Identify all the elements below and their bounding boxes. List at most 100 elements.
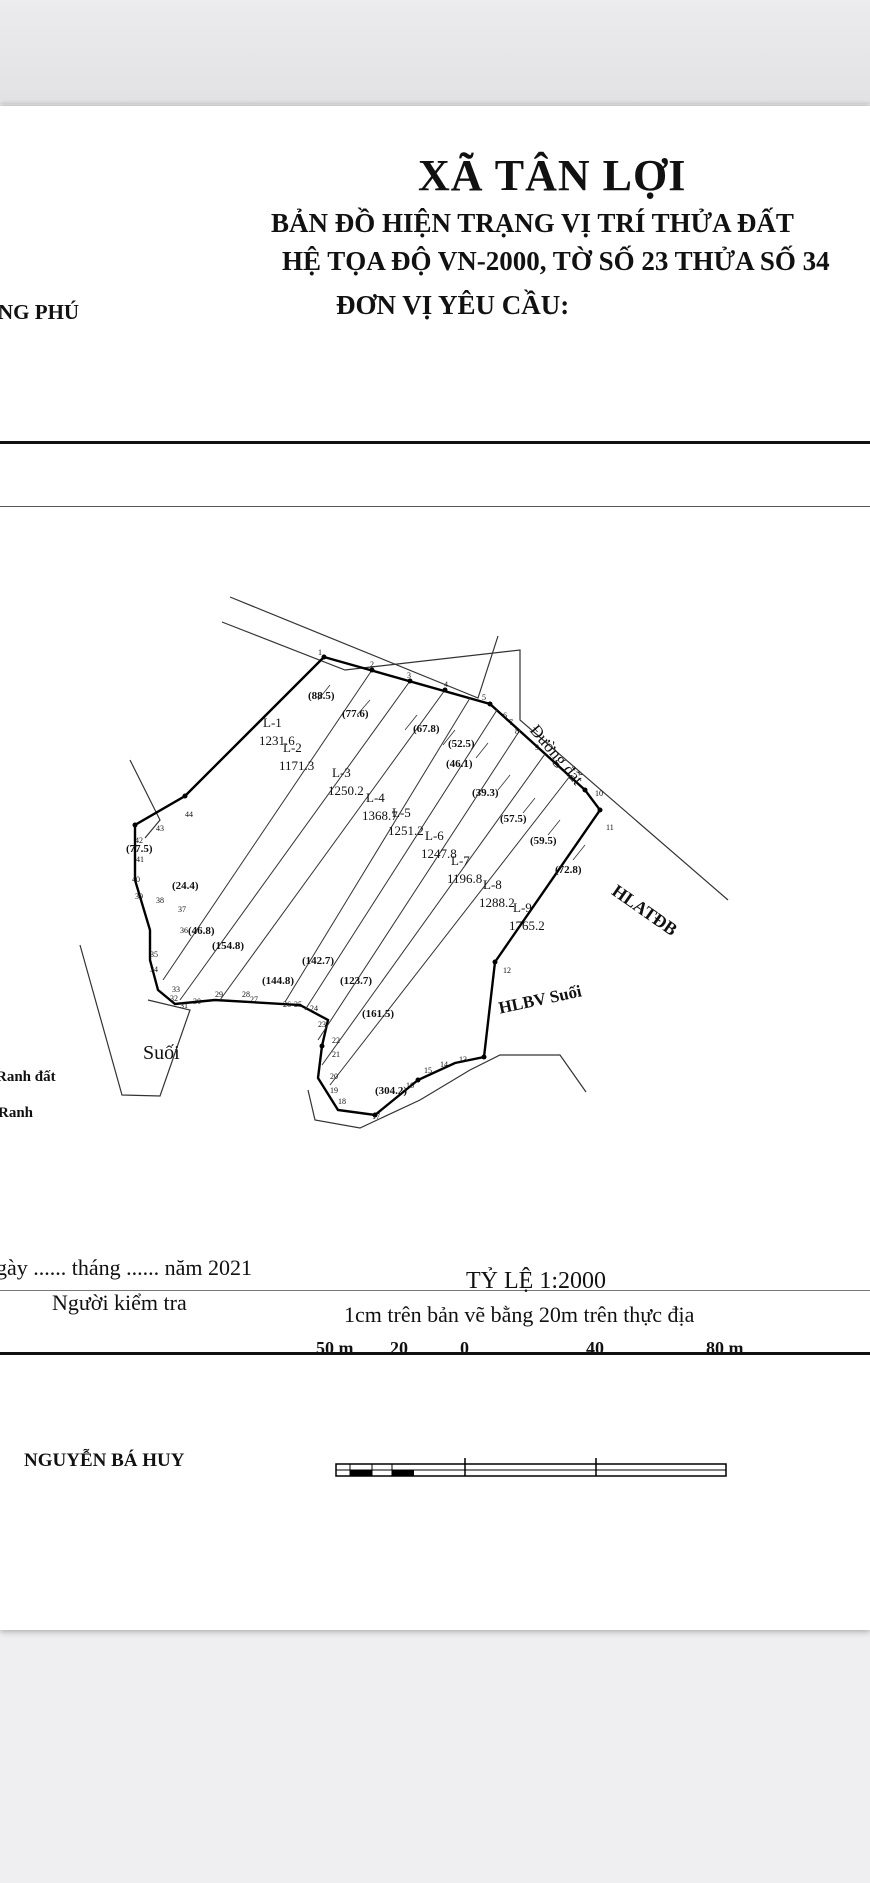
bottom-width-label: (154.8) bbox=[212, 940, 245, 952]
point-number: 15 bbox=[424, 1066, 432, 1075]
road-edge-lower bbox=[221, 621, 729, 901]
dimension-arrows bbox=[317, 684, 586, 861]
top-width-label: (88.5) bbox=[308, 690, 335, 702]
bottom-width-label: (123.7) bbox=[340, 975, 373, 987]
parcel-boundary bbox=[133, 655, 602, 1117]
date-line: gày ...... tháng ...... năm 2021 bbox=[0, 1255, 253, 1280]
top-width-label: (46.1) bbox=[446, 758, 473, 770]
point-number: 14 bbox=[440, 1060, 448, 1069]
legend-line-1: Ranh đất bbox=[0, 1069, 56, 1085]
lot-name: L-1 bbox=[263, 715, 282, 730]
bottom-width-label: (304.2) bbox=[375, 1085, 408, 1097]
top-width-label: (67.8) bbox=[413, 723, 440, 735]
top-bar bbox=[0, 0, 870, 104]
lot-division-lines bbox=[162, 669, 571, 1086]
stream-label: Suối bbox=[143, 1042, 180, 1064]
top-width-label: (77.6) bbox=[342, 708, 369, 720]
footer-divider bbox=[0, 1352, 870, 1355]
commune-title: XÃ TÂN LỢI bbox=[418, 151, 687, 200]
lot-area: 1368.7 bbox=[362, 808, 398, 823]
lot-name: L-7 bbox=[451, 853, 470, 868]
point-number: 35 bbox=[150, 950, 158, 959]
lot-name: L-8 bbox=[483, 877, 502, 892]
lot-name: L-9 bbox=[513, 900, 532, 915]
point-number: 36 bbox=[180, 926, 188, 935]
point-number: 43 bbox=[156, 824, 164, 833]
point-number: 27 bbox=[250, 995, 258, 1004]
bottom-width-label: (161.5) bbox=[362, 1008, 395, 1020]
point-number: 37 bbox=[178, 905, 186, 914]
bottom-width-label: (46.8) bbox=[188, 925, 215, 937]
point-number: 16 bbox=[406, 1081, 414, 1090]
point-number: 31 bbox=[180, 1001, 188, 1010]
point-number: 30 bbox=[193, 997, 201, 1006]
point-number: 18 bbox=[338, 1097, 346, 1106]
point-number: 42 bbox=[135, 836, 143, 845]
top-width-label: (57.5) bbox=[500, 813, 527, 825]
lot-area: 1196.8 bbox=[447, 871, 483, 886]
point-number: 17 bbox=[372, 1112, 380, 1121]
top-width-label: (59.5) bbox=[530, 835, 557, 847]
point-number: 13 bbox=[459, 1055, 467, 1064]
scale-label-40: 40 bbox=[586, 1338, 604, 1358]
point-number: 3 bbox=[407, 671, 411, 680]
lot-area: 1765.2 bbox=[509, 918, 545, 933]
header-divider bbox=[0, 441, 870, 444]
top-width-label: (39.3) bbox=[472, 787, 499, 799]
lot-name: L-3 bbox=[332, 765, 351, 780]
point-number: 34 bbox=[150, 965, 158, 974]
lot-area: 1288.2 bbox=[479, 895, 515, 910]
road-edge-upper bbox=[229, 596, 499, 699]
stream-bank-left-upper bbox=[129, 759, 161, 839]
point-number: 32 bbox=[170, 994, 178, 1003]
top-width-label: (52.5) bbox=[448, 738, 475, 750]
bottom-width-label: (24.4) bbox=[172, 880, 199, 892]
lot-name: L-2 bbox=[283, 740, 302, 755]
coordinate-line: HỆ TỌA ĐỘ VN-2000, TỜ SỐ 23 THỬA SỐ 34 bbox=[282, 246, 830, 276]
map-frame-top bbox=[0, 506, 870, 507]
left-cut-text: NG PHÚ bbox=[0, 300, 80, 324]
vertex-points bbox=[132, 654, 603, 1118]
scale-label-0: 0 bbox=[460, 1338, 469, 1358]
point-number: 28 bbox=[242, 990, 250, 999]
point-number: 23 bbox=[318, 1020, 326, 1029]
point-number: 9 bbox=[535, 743, 539, 752]
scale-label-20: 20 bbox=[390, 1338, 408, 1358]
point-number: 1 bbox=[318, 648, 322, 657]
point-number: 11 bbox=[606, 823, 614, 832]
signer-name: NGUYỄN BÁ HUY bbox=[24, 1450, 185, 1471]
scale-description: 1cm trên bản vẽ bằng 20m trên thực địa bbox=[344, 1302, 695, 1327]
point-number: 25 bbox=[294, 1000, 302, 1009]
point-number: 26 bbox=[283, 1000, 291, 1009]
lot-area: 1231.6 bbox=[259, 733, 295, 748]
map-sheet bbox=[0, 106, 870, 1630]
point-number: 19 bbox=[330, 1086, 338, 1095]
point-number: 7 bbox=[509, 718, 513, 727]
lot-area: 1251.2 bbox=[388, 823, 424, 838]
point-number: 10 bbox=[595, 789, 603, 798]
point-number: 8 bbox=[515, 727, 519, 736]
scale-label-50m: 50 m bbox=[316, 1338, 354, 1358]
point-number: 44 bbox=[185, 810, 193, 819]
point-number: 24 bbox=[310, 1004, 318, 1013]
bottom-width-label: (77.5) bbox=[126, 843, 153, 855]
point-number: 20 bbox=[330, 1072, 338, 1081]
checker-label: Người kiểm tra bbox=[52, 1290, 187, 1315]
point-number: 22 bbox=[332, 1036, 340, 1045]
point-number: 6 bbox=[503, 711, 507, 720]
map-frame-bottom bbox=[0, 1290, 870, 1291]
lot-area: 1250.2 bbox=[328, 783, 364, 798]
lot-area: 1171.3 bbox=[279, 758, 315, 773]
scale-title: TỶ LỆ 1:2000 bbox=[466, 1268, 606, 1294]
point-number: 4 bbox=[444, 680, 448, 689]
scale-label-80m: 80 m bbox=[706, 1338, 744, 1358]
point-number: 5 bbox=[482, 693, 486, 702]
lot-name: L-6 bbox=[425, 828, 444, 843]
point-number: 38 bbox=[156, 896, 164, 905]
requester-label: ĐƠN VỊ YÊU CẦU: bbox=[336, 290, 570, 320]
lot-area: 1247.8 bbox=[421, 846, 457, 861]
scale-bar bbox=[335, 1458, 727, 1477]
stream-bank-right bbox=[307, 1054, 587, 1129]
stream-bank-left bbox=[79, 944, 191, 1097]
